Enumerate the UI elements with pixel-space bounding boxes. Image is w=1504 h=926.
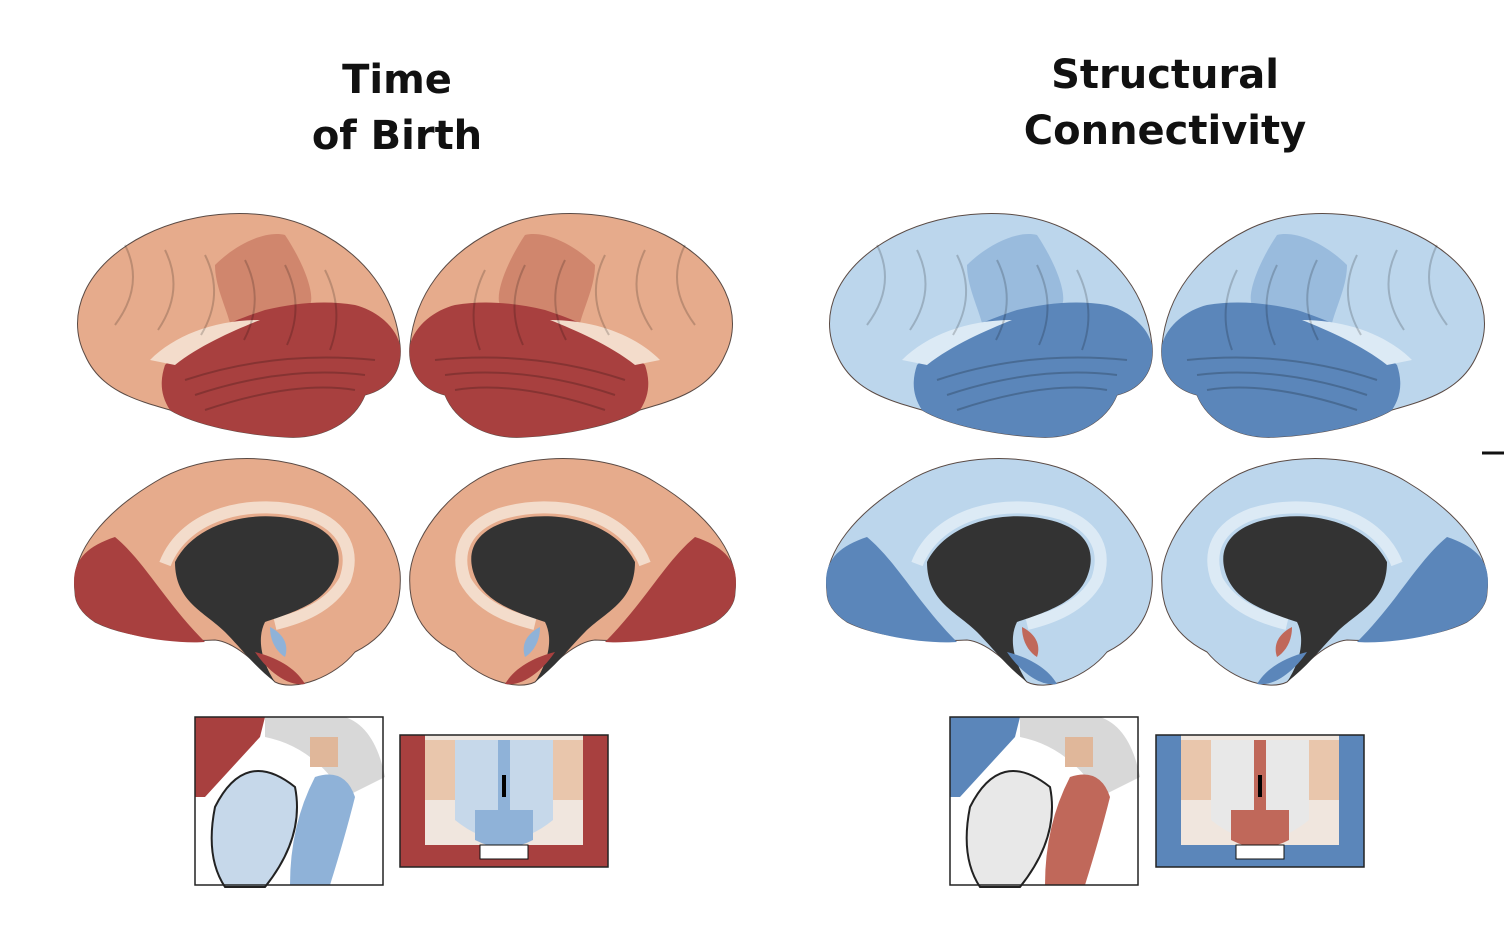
title-line: of Birth xyxy=(311,113,483,159)
right-hemisphere-lateral xyxy=(1161,213,1485,438)
title-line: Connectivity xyxy=(1023,108,1307,154)
right-hemisphere-lateral xyxy=(409,213,733,438)
subcortical-sagittal-inset xyxy=(194,716,385,888)
left-hemisphere-medial xyxy=(826,458,1153,686)
right-hemisphere-medial xyxy=(409,458,736,686)
title-line: Time xyxy=(342,57,452,103)
title-line: Structural xyxy=(1051,52,1279,98)
right-hemisphere-medial xyxy=(1161,458,1488,686)
title-time-of-birth: Time of Birth xyxy=(147,52,647,164)
subcortical-sagittal-inset xyxy=(949,716,1140,888)
left-hemisphere-medial xyxy=(74,458,401,686)
left-hemisphere-lateral xyxy=(829,213,1153,438)
left-hemisphere-lateral xyxy=(77,213,401,438)
title-structural-connectivity: Structural Connectivity xyxy=(915,47,1415,159)
subcortical-coronal-inset xyxy=(399,734,609,868)
subcortical-coronal-inset xyxy=(1155,734,1365,868)
